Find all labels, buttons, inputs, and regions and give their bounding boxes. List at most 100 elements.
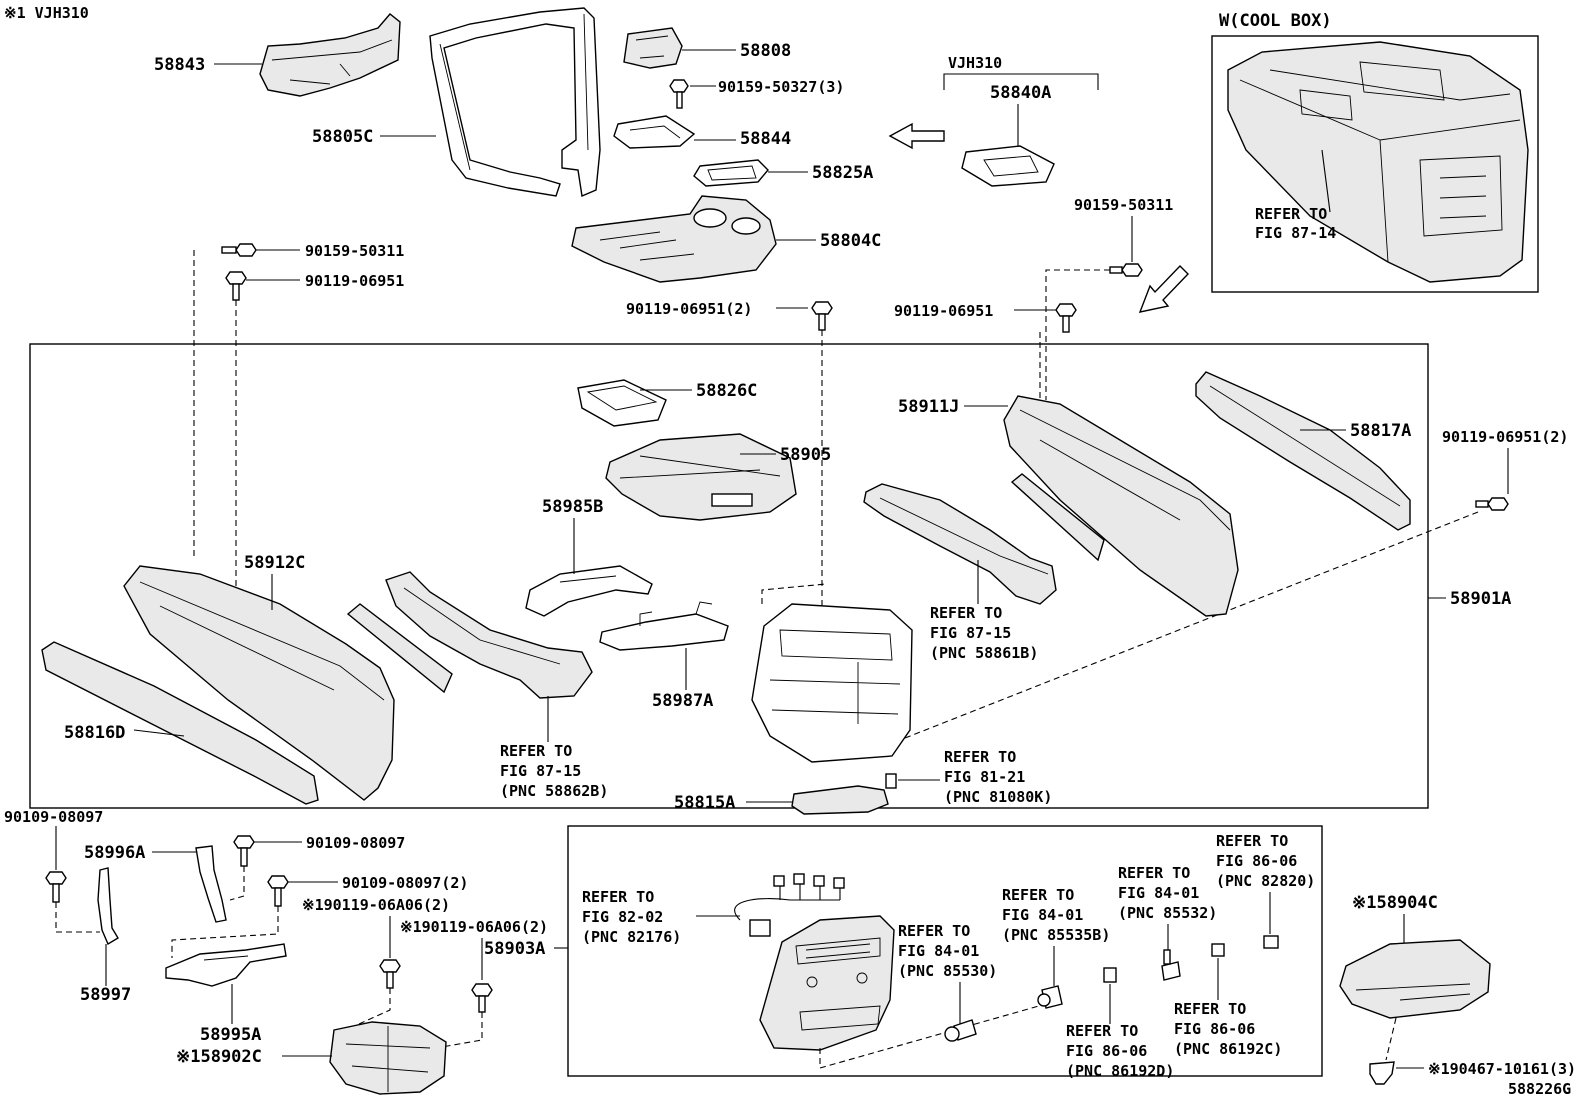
ref-8715b-1: REFER TO [500, 742, 572, 760]
ref-8401c-2: FIG 84-01 [1118, 884, 1199, 902]
part-58825A-trim [693, 159, 769, 187]
part-console-box [751, 603, 913, 763]
label-90119-06951-2-center: 90119-06951(2) [626, 300, 752, 318]
bolt-90109-08097-2 [267, 875, 289, 907]
ref-8606c-2: FIG 86-06 [1174, 1020, 1255, 1038]
part-58844-plate [613, 115, 696, 149]
inset-ref-line1: REFER TO [1255, 205, 1327, 223]
bolt-90119-06951-left [225, 271, 247, 301]
part-58826C-tray [577, 379, 667, 427]
ref-8715b-3: (PNC 58862B) [500, 782, 608, 800]
part-wire-harness [734, 873, 845, 937]
label-190119-06A06-a: ※190119-06A06(2) [302, 896, 450, 914]
label-58985B: 58985B [542, 497, 603, 517]
label-58844: 58844 [740, 129, 791, 149]
part-58815A-mat [791, 785, 889, 815]
label-90109-08097-b: 90109-08097 [306, 834, 405, 852]
label-58911J: 58911J [898, 397, 959, 417]
bolt-90159-50327 [669, 79, 689, 109]
label-90119-06951-2-right: 90119-06951(2) [1442, 428, 1568, 446]
label-90109-08097-2: 90109-08097(2) [342, 874, 468, 892]
ref-8606a-1: REFER TO [1216, 832, 1288, 850]
label-90159-50327: 90159-50327(3) [718, 78, 844, 96]
part-switch-82820 [1263, 935, 1279, 949]
label-58905: 58905 [780, 445, 831, 465]
clip-190467-10161 [1369, 1061, 1395, 1085]
ref-8606b-2: FIG 86-06 [1066, 1042, 1147, 1060]
part-58911J-panel [1003, 395, 1239, 617]
inset-ref-line2: FIG 87-14 [1255, 224, 1336, 242]
label-158902C: ※158902C [176, 1047, 262, 1067]
part-58816D-strip [41, 641, 319, 805]
ref-8606b-1: REFER TO [1066, 1022, 1138, 1040]
part-58804C-panel [571, 195, 777, 283]
part-duct-left [385, 571, 593, 699]
part-58996A-brace [195, 845, 227, 923]
label-58825A: 58825A [812, 163, 873, 183]
bolt-90119-06951-right-2 [1475, 497, 1509, 511]
label-58903A: 58903A [484, 939, 545, 959]
part-switch-86192C [1211, 943, 1225, 957]
bolt-90109-08097-b [233, 835, 255, 867]
ref-8401b-3: (PNC 85535B) [1002, 926, 1110, 944]
ref-8202-3: (PNC 82176) [582, 928, 681, 946]
part-socket-85535B [1037, 985, 1063, 1009]
assembly-arrow-left [888, 122, 945, 150]
label-58997: 58997 [80, 985, 131, 1005]
label-90159-50311-right: 90159-50311 [1074, 196, 1173, 214]
part-58905-armrest [605, 433, 797, 521]
ref-8401b-2: FIG 84-01 [1002, 906, 1083, 924]
variant-label: VJH310 [948, 54, 1002, 72]
bolt-190119-06A06-b [471, 983, 493, 1013]
part-58985B-bracket [525, 565, 653, 617]
ref-8606b-3: (PNC 86192D) [1066, 1062, 1174, 1080]
label-58805C: 58805C [312, 127, 373, 147]
bolt-90119-06951-right [1055, 303, 1077, 333]
ref-8401b-1: REFER TO [1002, 886, 1074, 904]
label-90109-08097-a: 90109-08097 [4, 808, 103, 826]
inset-title: W(COOL BOX) [1219, 11, 1332, 31]
ref-8121-1: REFER TO [944, 748, 1016, 766]
ref-8715a-3: (PNC 58861B) [930, 644, 1038, 662]
ref-8202-1: REFER TO [582, 888, 654, 906]
part-58995A-bracket [165, 943, 287, 987]
label-58808: 58808 [740, 41, 791, 61]
main-assembly-frame [29, 343, 1429, 809]
footer-code: 588226G [1508, 1080, 1571, 1098]
part-58805C-frame [429, 7, 601, 197]
part-switch-86192D [1103, 967, 1117, 983]
part-58987A-bracket [599, 601, 729, 651]
label-58912C: 58912C [244, 553, 305, 573]
label-58816D: 58816D [64, 723, 125, 743]
ref-8121-2: FIG 81-21 [944, 768, 1025, 786]
ref-8121-3: (PNC 81080K) [944, 788, 1052, 806]
label-58996A: 58996A [84, 843, 145, 863]
bolt-90109-08097-a [45, 871, 67, 903]
part-clip-81080K [885, 773, 897, 789]
ref-8606c-1: REFER TO [1174, 1000, 1246, 1018]
ref-8401a-3: (PNC 85530) [898, 962, 997, 980]
label-58826C: 58826C [696, 381, 757, 401]
bolt-90159-50311-left [221, 243, 257, 257]
ref-8202-2: FIG 82-02 [582, 908, 663, 926]
part-side-pad-right [1010, 473, 1105, 562]
bolt-190119-06A06-a [379, 959, 401, 989]
ref-8715a-1: REFER TO [930, 604, 1002, 622]
label-90119-06951-left: 90119-06951 [305, 272, 404, 290]
part-usb-85530 [944, 1019, 977, 1042]
label-58995A: 58995A [200, 1025, 261, 1045]
label-58817A: 58817A [1350, 421, 1411, 441]
label-190119-06A06-b: ※190119-06A06(2) [400, 918, 548, 936]
part-58808-boot [623, 27, 683, 69]
part-58840A-trim [961, 145, 1055, 187]
part-connector-85532 [1161, 949, 1181, 981]
part-58817A-rail [1195, 371, 1411, 531]
label-58815A: 58815A [674, 793, 735, 813]
label-58804C: 58804C [820, 231, 881, 251]
panel-assembly-frame [567, 825, 1323, 1077]
ref-8401c-1: REFER TO [1118, 864, 1190, 882]
ref-8401c-3: (PNC 85532) [1118, 904, 1217, 922]
ref-8606a-2: FIG 86-06 [1216, 852, 1297, 870]
part-58843-bracket [259, 13, 401, 97]
